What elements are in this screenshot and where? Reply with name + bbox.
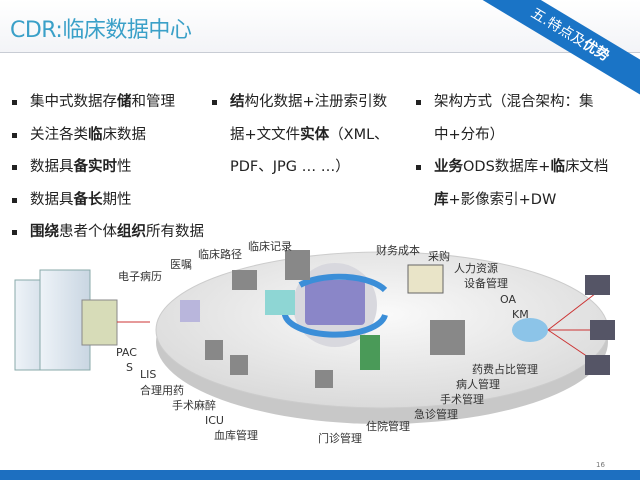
label-emr: 电子病历 <box>118 270 162 283</box>
label-outpatient: 门诊管理 <box>318 432 362 445</box>
bullet-list-3: 架构方式（混合架构：集 中+分布） 业务ODS数据库+临床文档 库+影像索引+D… <box>416 86 608 216</box>
bullet-item: 集中式数据存储和管理 <box>12 86 204 119</box>
platform-illustration <box>14 250 615 424</box>
left-documents-icon <box>14 269 150 371</box>
label-km: KM <box>512 308 529 321</box>
label-patient: 病人管理 <box>456 378 500 391</box>
label-purchase: 采购 <box>428 250 450 263</box>
footer-bar <box>0 470 640 480</box>
bullet-item: 数据具备长期性 <box>12 184 204 217</box>
label-equipment: 设备管理 <box>464 277 508 290</box>
server-icons <box>180 250 465 388</box>
bullet-list-1: 集中式数据存储和管理 关注各类临床数据 数据具备实时性 数据具备长期性 围绕患者… <box>12 86 204 249</box>
label-lis: LIS <box>140 368 157 381</box>
label-finance: 财务成本 <box>376 244 420 257</box>
bullet-item: 结构化数据+注册索引数 <box>212 86 389 119</box>
bullet-item: 业务ODS数据库+临床文档 <box>416 151 608 184</box>
bullet-item: 架构方式（混合架构：集 <box>416 86 608 119</box>
slide-title: CDR:临床数据中心 <box>10 18 192 43</box>
label-hr: 人力资源 <box>454 262 498 275</box>
label-orders: 医嘱 <box>170 258 192 271</box>
label-inpatient: 住院管理 <box>366 420 410 433</box>
bullet-item: 围绕患者个体组织所有数据 <box>12 216 204 249</box>
label-blood-bank: 血库管理 <box>214 429 258 442</box>
label-clinical-record: 临床记录 <box>248 240 292 253</box>
label-icu: ICU <box>205 414 224 427</box>
database-globe-icon <box>281 263 388 347</box>
label-rational-drug: 合理用药 <box>140 384 184 397</box>
label-clinical-path: 临床路径 <box>198 248 242 261</box>
label-oa: OA <box>500 293 516 306</box>
label-pacs: PAC <box>116 346 137 359</box>
right-users-icon <box>512 275 615 375</box>
bullet-list-2: 结构化数据+注册索引数 据+文文件实体（XML、 PDF、JPG … …） <box>212 86 389 184</box>
bullet-item: 数据具备实时性 <box>12 151 204 184</box>
ribbon-bold-text: 优势 <box>579 36 613 65</box>
label-s: S <box>126 361 133 374</box>
label-emergency: 急诊管理 <box>414 408 458 421</box>
label-surgery: 手术管理 <box>440 393 484 406</box>
bullet-item: 关注各类临床数据 <box>12 119 204 152</box>
architecture-diagram: 电子病历 医嘱 临床路径 临床记录 财务成本 采购 人力资源 设备管理 OA K… <box>0 240 640 455</box>
page-number: 16 <box>596 461 605 469</box>
label-anesthesia: 手术麻醉 <box>172 399 216 412</box>
label-drug-ratio: 药费占比管理 <box>472 363 538 376</box>
